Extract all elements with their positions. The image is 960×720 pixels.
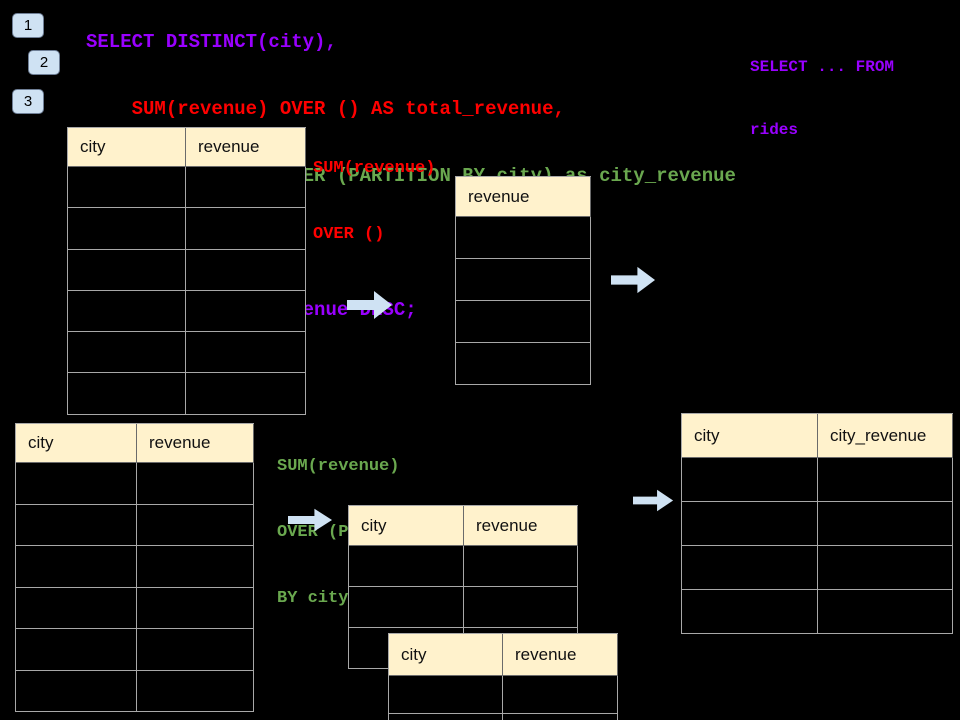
flow-arrow-icon [611, 266, 656, 294]
side-note-select-from-rides: SELECT ... FROM rides [750, 36, 894, 183]
table-cell [68, 290, 186, 333]
table-cell [16, 629, 137, 671]
step-badge-1: 1 [12, 13, 44, 38]
table-cell [818, 546, 953, 590]
table-cell [137, 504, 254, 546]
step-badge-2: 2 [28, 50, 60, 75]
table-cell [682, 502, 818, 546]
sql-line-select: SELECT DISTINCT(city), [86, 31, 337, 54]
table-cell [68, 208, 186, 250]
table-cell [16, 587, 137, 629]
column-header-city: city [16, 424, 137, 463]
table-cell [456, 301, 591, 343]
table-final-result: city city_revenue [681, 413, 953, 634]
table-cell [503, 676, 618, 714]
table-cell [137, 463, 254, 505]
table-cell [464, 587, 578, 628]
column-header-revenue: revenue [464, 506, 578, 546]
arrow-shape [633, 489, 674, 512]
table-cell [349, 546, 464, 587]
label-line: SUM(revenue) [313, 159, 436, 178]
table-cell [186, 167, 306, 209]
column-header-revenue: revenue [186, 128, 306, 167]
column-header-revenue: revenue [137, 424, 254, 463]
arrow-shape [288, 508, 333, 532]
table-cell [456, 259, 591, 301]
table-cell [186, 290, 306, 333]
flow-arrow-icon [633, 489, 674, 512]
table-cell [464, 546, 578, 587]
table-cell [16, 670, 137, 712]
label-line: BY city) [277, 589, 359, 608]
label-line: OVER () [313, 225, 385, 244]
table-cell [186, 208, 306, 250]
side-note-line: SELECT ... FROM [750, 58, 895, 76]
column-header-city: city [389, 634, 503, 676]
step-badge-3: 3 [12, 89, 44, 114]
table-cell [68, 167, 186, 209]
table-cell [16, 504, 137, 546]
table-cell [682, 458, 818, 502]
column-header-revenue: revenue [456, 177, 591, 217]
table-cell [186, 249, 306, 291]
table-cell [186, 373, 306, 415]
table-cell [818, 458, 953, 502]
table-cell [16, 463, 137, 505]
table-cell [137, 670, 254, 712]
table-cell [68, 249, 186, 291]
table-cell [456, 343, 591, 385]
column-header-city-revenue: city_revenue [818, 414, 953, 458]
flow-arrow-icon [347, 291, 392, 319]
table-cell [818, 590, 953, 634]
column-header-city: city [682, 414, 818, 458]
column-header-revenue: revenue [503, 634, 618, 676]
table-cell [137, 546, 254, 588]
table-cell [503, 714, 618, 720]
table-cell [389, 714, 503, 720]
label-line: SUM(revenue) [277, 457, 400, 476]
side-note-line: rides [750, 121, 799, 139]
table-cell [186, 332, 306, 374]
table-source-bottom: city revenue [15, 423, 254, 712]
table-total-revenue-result: revenue [455, 176, 591, 385]
table-cell [818, 502, 953, 546]
table-cell [68, 332, 186, 374]
table-cell [137, 629, 254, 671]
table-cell [68, 373, 186, 415]
table-cell [137, 587, 254, 629]
label-sum-over-empty: SUM(revenue) OVER () [313, 136, 435, 290]
column-header-city: city [349, 506, 464, 546]
table-cell [349, 587, 464, 628]
table-partition-group-2: city revenue [388, 633, 618, 720]
table-cell [16, 546, 137, 588]
sql-line-total-revenue: SUM(revenue) OVER () AS total_revenue, [86, 98, 565, 121]
table-source-top: city revenue [67, 127, 306, 415]
table-cell [682, 590, 818, 634]
table-cell [456, 217, 591, 259]
table-cell [389, 676, 503, 714]
column-header-city: city [68, 128, 186, 167]
table-cell [682, 546, 818, 590]
arrow-shape [347, 291, 392, 319]
flow-arrow-icon [288, 508, 333, 532]
arrow-shape [611, 266, 656, 294]
